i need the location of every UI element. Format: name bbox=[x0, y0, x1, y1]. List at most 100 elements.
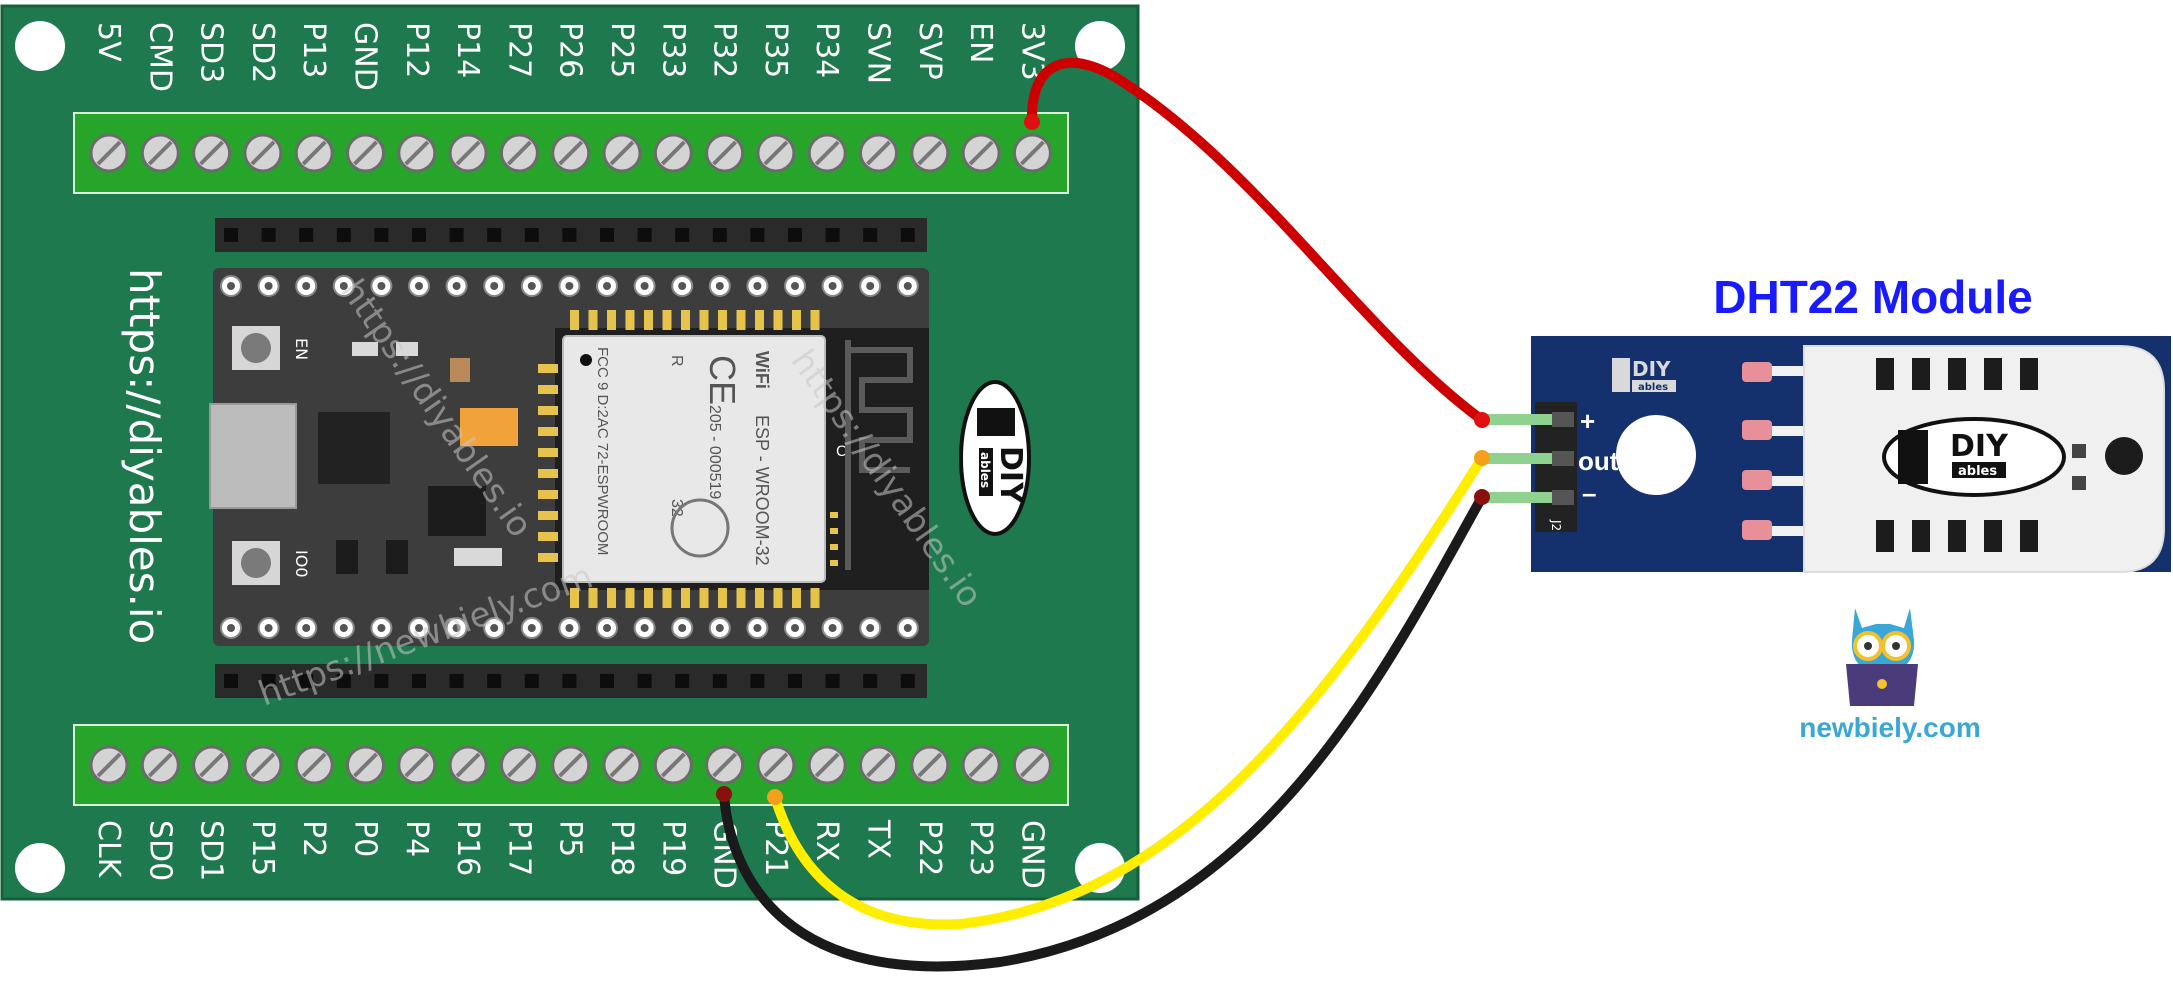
top-screw-terminal-3 bbox=[243, 133, 283, 173]
tantalum-capacitor bbox=[460, 408, 518, 446]
wifi-logo-text: WiFi bbox=[752, 351, 772, 389]
top-pin-label: 5V bbox=[91, 22, 126, 62]
bottom-screw-terminal-9 bbox=[551, 745, 591, 785]
esp32-dev-module: EN IO0 C WiFi ESP - WROOM-32 bbox=[209, 268, 990, 714]
top-pin-label: P33 bbox=[655, 22, 690, 78]
top-pin-label: P26 bbox=[553, 22, 588, 78]
wire-end-dot bbox=[1474, 412, 1490, 428]
smd-part bbox=[396, 342, 418, 356]
top-screw-terminal-2 bbox=[192, 133, 232, 173]
bottom-pin-label: SD1 bbox=[194, 820, 229, 881]
bottom-screw-terminal-18 bbox=[1012, 745, 1052, 785]
bottom-pin-label: P23 bbox=[963, 820, 998, 876]
bottom-screw-terminal-15 bbox=[859, 745, 898, 785]
top-pin-label: SD3 bbox=[194, 22, 229, 83]
mounting-hole bbox=[15, 843, 65, 893]
bottom-screw-terminal-6 bbox=[397, 745, 437, 785]
top-pin-label: P32 bbox=[707, 22, 742, 78]
sensor-vent-slots bbox=[1876, 358, 2038, 552]
cert-code-text: 205 - 000519 bbox=[706, 405, 723, 499]
en-button-label: EN bbox=[292, 338, 311, 360]
top-screw-terminal-13 bbox=[756, 133, 796, 173]
sensor-logo-diy: DIY bbox=[1950, 429, 2009, 464]
module-pcb-logo: DIY ables bbox=[1612, 357, 1676, 393]
top-pin-label: SVP bbox=[912, 22, 947, 80]
top-screw-terminal-10 bbox=[602, 133, 642, 173]
wire-end-dot bbox=[1474, 489, 1490, 505]
pcb-logo-ables: ables bbox=[1638, 382, 1668, 393]
top-pin-label: P35 bbox=[758, 22, 793, 78]
board-diyables-logo: DIY ables bbox=[959, 380, 1031, 536]
sensor-leads bbox=[1742, 362, 1822, 540]
sensor-logo-ables: ables bbox=[1958, 464, 1997, 479]
top-screw-terminal-15 bbox=[859, 133, 898, 173]
top-screw-terminal-17 bbox=[961, 133, 1001, 173]
devkit-pin-row-top bbox=[220, 275, 919, 297]
espressif-logo bbox=[670, 498, 730, 558]
bottom-pin-label: TX bbox=[861, 819, 896, 859]
module-pin-plus bbox=[1482, 414, 1552, 425]
top-screw-terminal-0 bbox=[89, 133, 129, 173]
ce-mark: CE bbox=[702, 355, 743, 405]
top-pin-label: EN bbox=[963, 22, 998, 63]
bottom-screw-terminal-3 bbox=[243, 745, 283, 785]
pcb-logo-diy: DIY bbox=[1632, 357, 1671, 381]
regulator bbox=[428, 486, 486, 536]
bottom-pin-label: P5 bbox=[553, 820, 588, 857]
bottom-screw-terminal-7 bbox=[448, 745, 488, 785]
owl-icon bbox=[1846, 608, 1918, 706]
top-screw-terminal-11 bbox=[653, 133, 693, 173]
wire-end-dot bbox=[1474, 450, 1490, 466]
top-screw-terminal-14 bbox=[807, 133, 847, 173]
io0-button-label: IO0 bbox=[292, 550, 311, 578]
top-pin-label: GND bbox=[348, 22, 383, 91]
antenna-label: C bbox=[836, 444, 846, 460]
pin-plus-label: + bbox=[1580, 406, 1595, 436]
module-pin-out bbox=[1482, 453, 1552, 464]
bottom-screw-terminal-8 bbox=[499, 745, 539, 785]
top-pin-label: P12 bbox=[399, 22, 434, 78]
dht22-module: DHT22 Module DIY ables + out – J2 bbox=[1482, 271, 2171, 573]
usb-connector bbox=[209, 403, 297, 509]
top-pin-label: P14 bbox=[450, 22, 485, 78]
bottom-screw-terminal-0 bbox=[89, 745, 129, 785]
wire-end-dot bbox=[716, 786, 732, 802]
fcc-line-text: FCC 9 D:2AC 72-ESPWROOM bbox=[594, 347, 611, 555]
bottom-screw-terminal-16 bbox=[910, 745, 950, 785]
pin-minus-label: – bbox=[1582, 478, 1596, 508]
bottom-pin-label: GND bbox=[1014, 820, 1049, 889]
bottom-pin-label: P22 bbox=[912, 820, 947, 876]
board-logo-ables: ables bbox=[978, 452, 992, 488]
top-pin-label: SVN bbox=[861, 22, 896, 84]
wire-end-dot bbox=[767, 789, 783, 805]
mounting-hole bbox=[1075, 21, 1125, 71]
top-screw-row bbox=[89, 133, 1052, 173]
smd-part bbox=[450, 358, 470, 382]
top-screw-terminal-18 bbox=[1012, 133, 1052, 173]
bottom-pin-label: CLK bbox=[91, 820, 126, 879]
bottom-screw-terminal-12 bbox=[705, 745, 745, 785]
smd-part bbox=[454, 548, 502, 566]
top-screw-terminal-5 bbox=[346, 133, 385, 173]
bottom-pin-label: P18 bbox=[604, 820, 639, 876]
bottom-pin-label: P0 bbox=[348, 820, 383, 857]
board-logo-diy: DIY bbox=[993, 446, 1028, 505]
top-screw-terminal-8 bbox=[499, 133, 539, 173]
module-pin-minus bbox=[1482, 492, 1552, 503]
bottom-screw-terminal-2 bbox=[192, 745, 232, 785]
bottom-pin-label: P4 bbox=[399, 820, 434, 857]
top-screw-terminal-9 bbox=[551, 133, 591, 173]
wire-gnd-to-minus bbox=[719, 492, 1487, 972]
bottom-screw-terminal-5 bbox=[346, 745, 385, 785]
smd-part bbox=[386, 540, 408, 574]
bottom-screw-terminal-4 bbox=[294, 745, 334, 785]
bottom-pin-label: P17 bbox=[501, 820, 536, 876]
bottom-screw-row bbox=[89, 745, 1052, 785]
bottom-pin-label: RX bbox=[809, 820, 844, 861]
esp-wroom-32-module: C WiFi ESP - WROOM-32 CE 205 - 000519 R … bbox=[538, 310, 929, 608]
bottom-pin-label: SD0 bbox=[142, 820, 177, 881]
smd-part bbox=[336, 540, 358, 574]
devkit-pin-row-bottom bbox=[220, 617, 919, 639]
